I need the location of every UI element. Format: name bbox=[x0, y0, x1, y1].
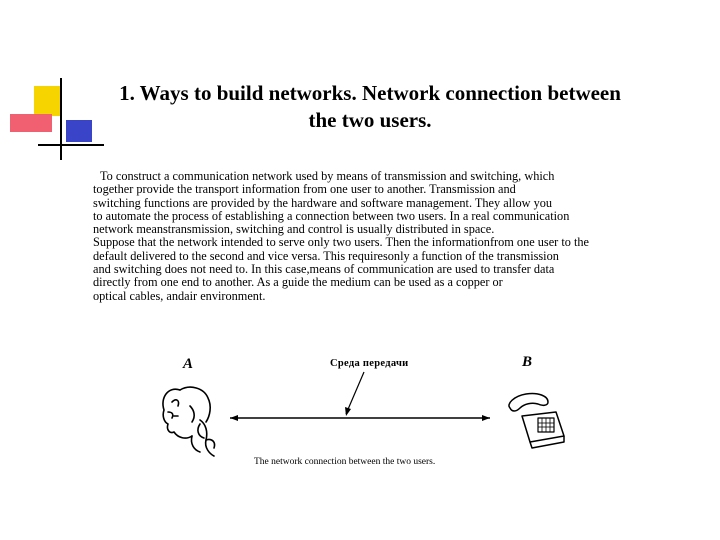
yellow-square bbox=[34, 86, 60, 116]
transmission-medium-label: Среда передачи bbox=[330, 358, 409, 369]
figure-drawing bbox=[162, 371, 565, 457]
corner-decoration bbox=[10, 78, 104, 160]
title-line-2: the two users. bbox=[308, 108, 432, 132]
body-line: default delivered to the second and vice… bbox=[93, 248, 559, 263]
title-line-1: 1. Ways to build networks. Network conne… bbox=[119, 81, 621, 105]
medium-pointer bbox=[345, 371, 365, 415]
left-arrowhead bbox=[230, 415, 238, 421]
page-title: 1. Ways to build networks. Network conne… bbox=[70, 80, 670, 134]
right-arrowhead bbox=[482, 415, 490, 421]
network-connection-figure: A B Среда передачи The network connectio… bbox=[150, 350, 570, 480]
user-a-label: A bbox=[183, 356, 194, 372]
user-b-label: B bbox=[522, 354, 533, 370]
medium-pointer-arrowhead bbox=[345, 407, 351, 416]
person-on-phone-icon bbox=[162, 386, 216, 457]
red-square bbox=[10, 114, 52, 132]
body-line: optical cables, andair environment. bbox=[93, 288, 266, 303]
body-line: To construct a communication network use… bbox=[100, 169, 555, 183]
body-line: to automate the process of establishing … bbox=[93, 208, 570, 223]
body-line: switching functions are provided by the … bbox=[93, 195, 553, 210]
figure-caption: The network connection between the two u… bbox=[254, 457, 436, 467]
body-line: together provide the transport informati… bbox=[93, 182, 516, 197]
body-line: Suppose that the network intended to ser… bbox=[93, 235, 589, 250]
body-line: and switching does not need to. In this … bbox=[93, 262, 555, 277]
telephone-icon bbox=[508, 392, 565, 449]
body-line: network meanstransmission, switching and… bbox=[93, 222, 495, 237]
body-line: directly from one end to another. As a g… bbox=[93, 275, 503, 290]
body-paragraph: To construct a communication network use… bbox=[93, 169, 693, 303]
blue-square bbox=[66, 120, 92, 142]
